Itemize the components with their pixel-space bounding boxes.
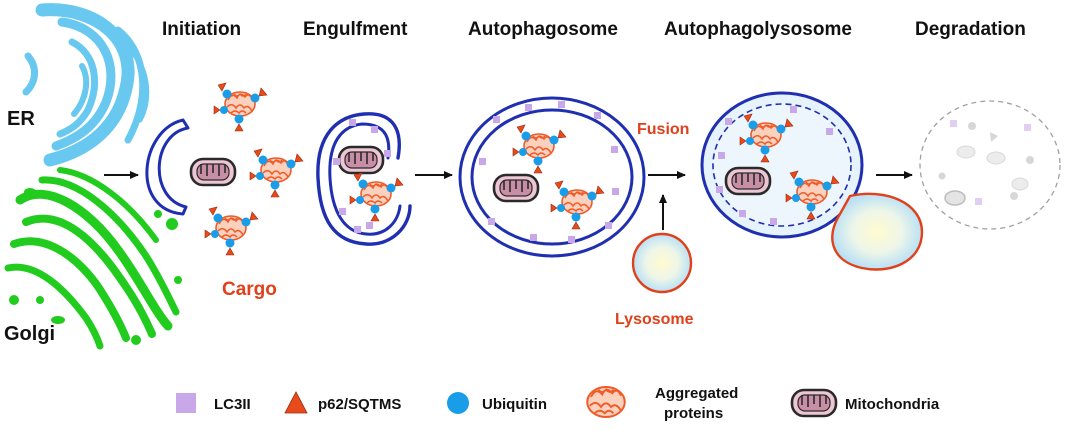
engulfment-outer-membrane [316,112,412,246]
legend-aggregate-swatch [586,386,626,418]
stage-label-engulfment: Engulfment [303,19,408,40]
cargo-label: Cargo [222,279,277,300]
degradation-vesicle [919,100,1061,230]
legend-p62-label: p62/SQTMS [318,396,401,413]
stage-label-autophagolysosome: Autophagolysosome [664,19,852,40]
engulfed-aggregate [350,173,403,221]
engulfed-mitochondrion [337,145,385,175]
autophagosome-lc3ii [479,101,619,243]
legend-ubiquitin-swatch [447,392,469,414]
legend-mitochondria-swatch [790,388,838,418]
legend: LC3II p62/SQTMS Ubiquitin Aggregated pro… [176,385,940,422]
lysosome-label: Lysosome [615,311,694,328]
autophagosome-inner-membrane [470,108,634,246]
legend-aggregated-label-line2: proteins [664,405,723,422]
cargo-aggregate-2 [250,149,303,197]
autophagolysosome-lc3ii [716,106,833,225]
stage-label-initiation: Initiation [162,19,241,40]
lysosome [631,232,693,294]
fused-lysosome-lobe [831,192,924,271]
legend-lc3ii-label: LC3II [214,396,251,413]
autophagolysosome-inner-membrane [712,103,852,227]
legend-p62-swatch [284,391,308,414]
legend-aggregated-label-line1: Aggregated [655,385,738,402]
legend-lc3ii-swatch [176,393,196,413]
golgi-label: Golgi [4,323,55,345]
fusion-label: Fusion [637,121,689,138]
er-organelle [22,3,150,167]
legend-ubiquitin-label: Ubiquitin [482,396,547,413]
autophagosome-mitochondrion [492,173,540,203]
legend-mitochondria-label: Mitochondria [845,396,940,413]
phagophore-membrane [145,118,190,216]
cargo-aggregate-3 [205,207,258,255]
degradation-remnants [938,120,1034,206]
stage-label-degradation: Degradation [915,19,1026,40]
cargo-aggregate-1 [214,83,267,131]
cargo-mitochondrion [189,157,237,187]
autophagolysosome-mitochondrion [724,166,772,196]
stage-label-autophagosome: Autophagosome [468,19,618,40]
golgi-vesicles [9,188,182,345]
er-label: ER [7,108,35,130]
engulfment-inner-membrane [328,122,402,236]
golgi-organelle [4,167,180,350]
engulfment-lc3ii [333,119,391,233]
